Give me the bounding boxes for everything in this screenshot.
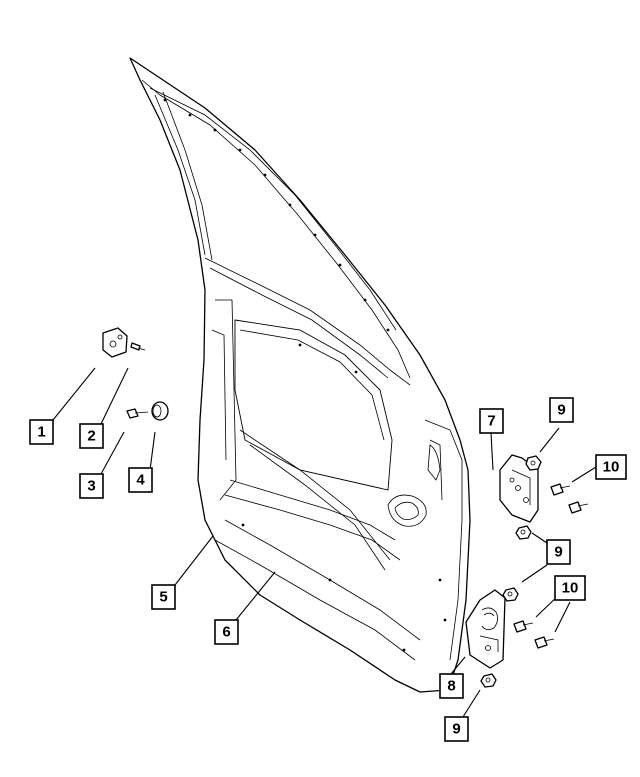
hinge-bolt-part-2 [568, 501, 589, 514]
hinge-bolt-part-3 [513, 620, 534, 633]
callout-10-lower-label: 10 [562, 580, 579, 597]
callout-9-upper: 9 [549, 397, 574, 423]
callout-6: 6 [214, 619, 239, 645]
callout-3: 3 [79, 473, 104, 499]
hinge-bolt-part-4 [534, 636, 555, 649]
callout-4: 4 [128, 467, 153, 493]
callout-5: 5 [151, 584, 176, 610]
callout-6-label: 6 [222, 624, 230, 641]
callout-7-label: 7 [487, 413, 495, 430]
callout-7: 7 [479, 408, 504, 434]
callout-10-lower: 10 [554, 575, 586, 601]
callout-9-middle-label: 9 [554, 544, 562, 561]
callout-9-lower-label: 9 [452, 721, 460, 738]
callout-1-label: 1 [37, 424, 45, 441]
callout-9-lower: 9 [444, 716, 469, 742]
callout-10-upper: 10 [595, 454, 627, 480]
lower-hinge-part [465, 589, 506, 669]
upper-hinge-part [499, 454, 539, 523]
callout-8: 8 [439, 673, 464, 699]
striker-screw-part [130, 342, 146, 351]
hinge-bolt-part-1 [550, 483, 571, 496]
callout-5-label: 5 [159, 589, 167, 606]
callout-9-middle: 9 [546, 539, 571, 565]
callout-2-label: 2 [87, 428, 95, 445]
leader-lines [52, 367, 597, 718]
callout-4-label: 4 [136, 472, 145, 489]
nut-part-middle [515, 525, 532, 540]
nut-part-upper [525, 455, 542, 471]
door-shell [129, 57, 471, 693]
bolt-part [126, 408, 149, 419]
callout-1: 1 [29, 419, 54, 445]
callout-3-label: 3 [87, 478, 95, 495]
striker-part [102, 327, 128, 358]
callout-9-upper-label: 9 [557, 402, 565, 419]
bumper-part [151, 401, 169, 421]
callout-10-upper-label: 10 [603, 459, 620, 476]
callout-8-label: 8 [447, 678, 455, 695]
callout-2: 2 [79, 423, 104, 449]
nut-part-lower [480, 673, 497, 688]
nut-part-mid-lower [502, 587, 519, 602]
